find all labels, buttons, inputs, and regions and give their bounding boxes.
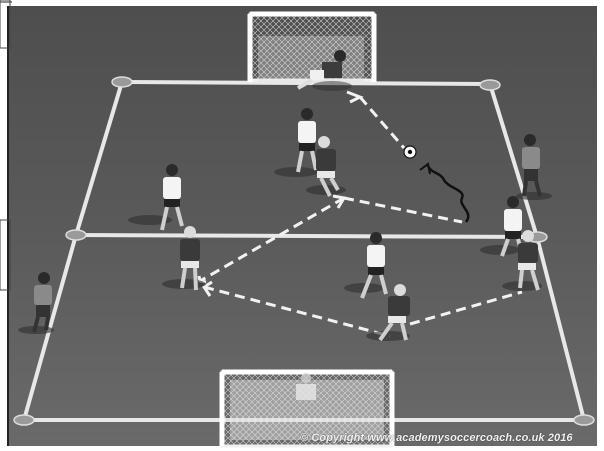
copyright-notice: © Copyright www.academysoccercoach.co.uk…	[300, 432, 573, 444]
soccer-ball-icon	[404, 146, 416, 158]
